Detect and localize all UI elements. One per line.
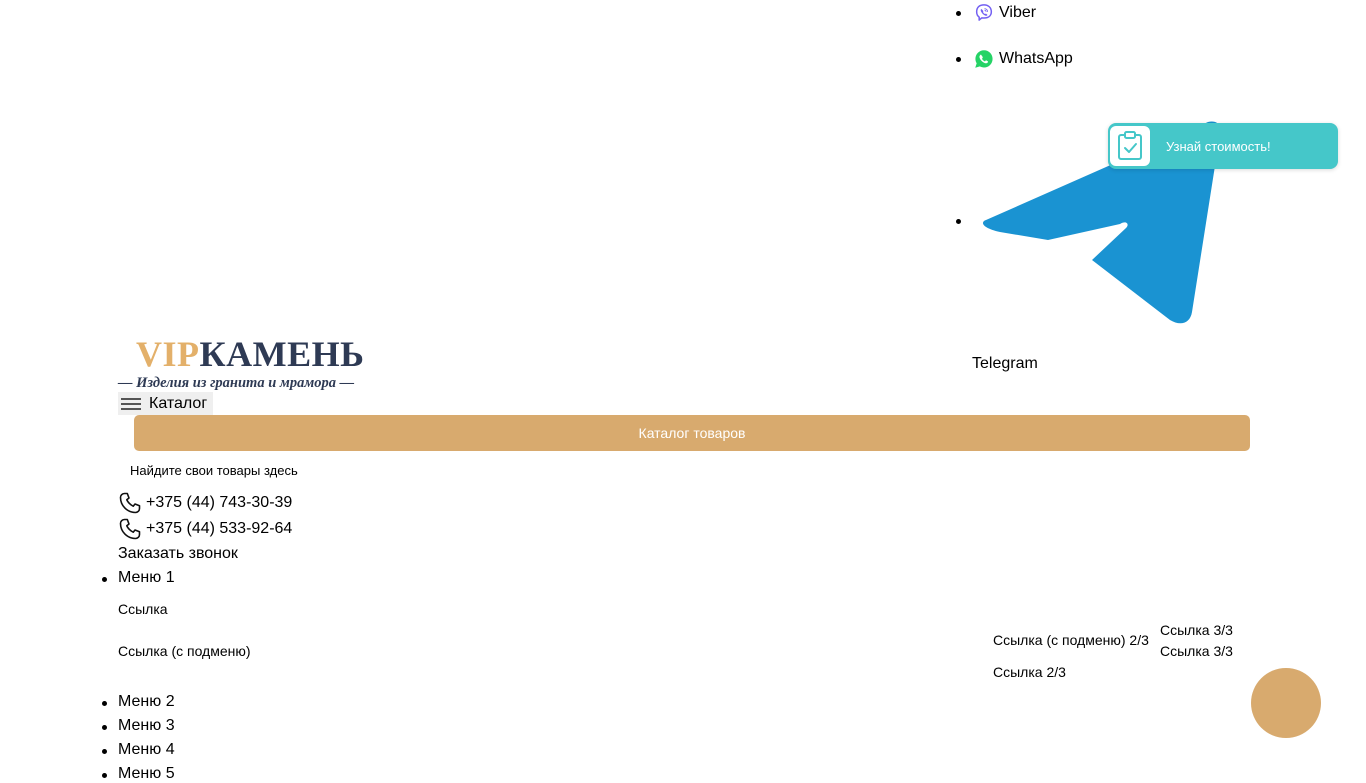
menu-burger-icon [121,395,141,413]
price-icon-box [1110,126,1150,166]
catalog-toggle-label: Каталог [149,394,208,412]
whatsapp-icon [975,50,993,68]
viber-label[interactable]: Viber [999,4,1037,21]
telegram-link[interactable]: Telegram [956,120,1234,376]
whatsapp-link[interactable]: WhatsApp [956,48,1234,70]
callback-link[interactable]: Заказать звонок [118,545,238,562]
logo-vip: VIP [136,334,200,374]
catalog-bar-button[interactable]: Каталог товаров [134,415,1250,451]
menu-item-4[interactable]: Меню 4 [102,741,175,758]
submenu-3-link-1[interactable]: Ссылка 3/3 [1160,622,1233,638]
phone-number-2: +375 (44) 533-92-64 [146,520,293,537]
phone-icon [119,518,141,540]
whatsapp-label[interactable]: WhatsApp [999,50,1073,67]
submenu-3-link-2[interactable]: Ссылка 3/3 [1160,643,1233,659]
phone-icon [119,492,141,514]
viber-icon [975,4,993,21]
price-request-button[interactable]: Узнай стоимость! [1108,123,1338,169]
telegram-label[interactable]: Telegram [972,355,1038,372]
viber-link[interactable]: Viber [956,2,1234,24]
menu-item-1[interactable]: Меню 1 [102,569,175,586]
phone-number-1: +375 (44) 743-30-39 [146,494,293,511]
telegram-icon [982,121,1221,324]
floating-action-button[interactable] [1251,668,1321,738]
phone-link-1[interactable]: +375 (44) 743-30-39 [118,491,292,515]
clipboard-check-icon [1118,131,1142,160]
submenu-link[interactable]: Ссылка [118,601,168,617]
submenu-2-link-with-children[interactable]: Ссылка (с подменю) 2/3 [993,632,1149,648]
submenu-2-link[interactable]: Ссылка 2/3 [993,664,1066,680]
messenger-list: Viber WhatsApp Telegram [956,0,1234,372]
logo-stone: КАМЕНЬ [199,334,365,374]
logo-subtitle: — Изделия из гранита и мрамора — [118,375,355,391]
price-request-label: Узнай стоимость! [1166,138,1271,154]
site-logo[interactable]: VIPКАМЕНЬ — Изделия из гранита и мрамора… [118,334,410,392]
catalog-bar-label: Каталог товаров [638,425,746,441]
menu-item-3[interactable]: Меню 3 [102,717,175,734]
phone-link-2[interactable]: +375 (44) 533-92-64 [118,517,292,541]
catalog-hint: Найдите свои товары здесь [130,463,298,478]
menu-item-2[interactable]: Меню 2 [102,693,175,710]
submenu-link-with-children[interactable]: Ссылка (с подменю) [118,643,251,659]
catalog-toggle-button[interactable]: Каталог [118,392,213,415]
logo-wordmark: VIPКАМЕНЬ [136,334,364,374]
